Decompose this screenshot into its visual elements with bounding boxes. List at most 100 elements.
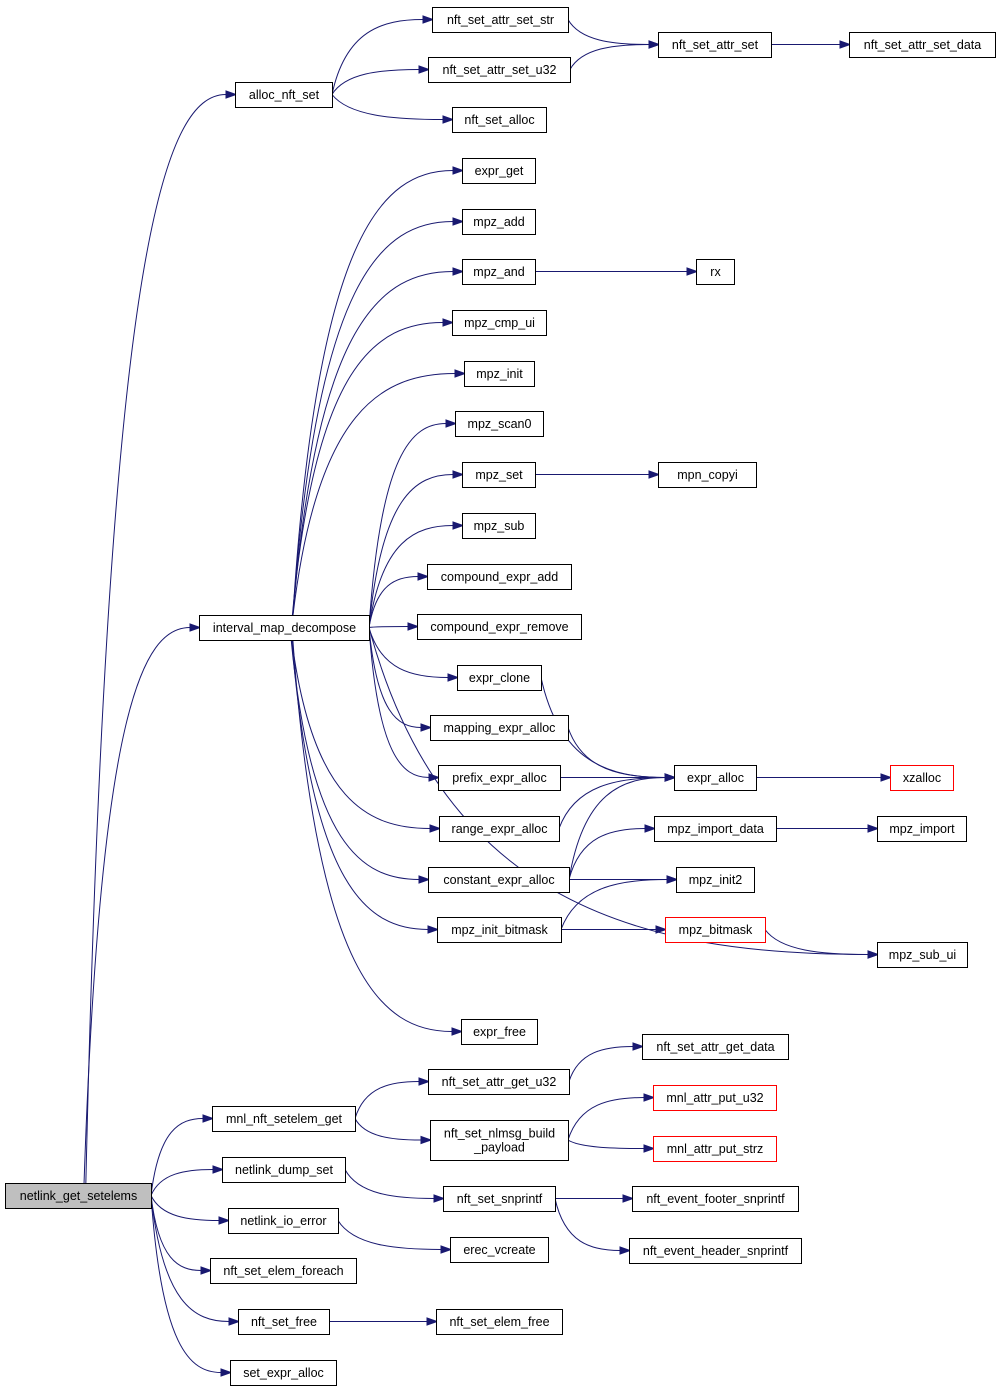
node-compound-expr-add[interactable]: compound_expr_add xyxy=(427,564,572,590)
node-nft-set-free[interactable]: nft_set_free xyxy=(238,1309,330,1335)
node-box xyxy=(228,1208,339,1234)
node-expr-free[interactable]: expr_free xyxy=(461,1019,538,1045)
arrowhead-icon xyxy=(452,470,465,479)
node-box xyxy=(199,615,370,641)
node-mpz-sub[interactable]: mpz_sub xyxy=(462,513,536,539)
node-box xyxy=(230,1360,337,1386)
edge-line xyxy=(567,1139,645,1149)
node-netlink-get-setelems[interactable]: netlink_get_setelems xyxy=(5,1183,152,1209)
node-box xyxy=(629,1238,802,1264)
arrowhead-icon xyxy=(418,875,431,884)
edge-alloc_nft_set-to-nft_set_alloc xyxy=(331,94,455,124)
arrowhead-icon xyxy=(426,1317,439,1326)
edge-interval_map_decompose-to-mpz_cmp_ui xyxy=(291,318,455,616)
arrowhead-icon xyxy=(452,217,465,226)
node-netlink-io-error[interactable]: netlink_io_error xyxy=(228,1208,339,1234)
node-mpn-copyi[interactable]: mpn_copyi xyxy=(658,462,757,488)
node-mpz-init2[interactable]: mpz_init2 xyxy=(676,867,755,893)
arrowhead-icon xyxy=(228,1317,241,1326)
edge-line xyxy=(368,576,419,628)
node-nft-event-header-snprintf[interactable]: nft_event_header_snprintf xyxy=(629,1238,802,1264)
arrowhead-icon xyxy=(200,1266,213,1275)
node-label: mpn_copyi xyxy=(677,468,737,482)
edge-line xyxy=(292,639,453,1032)
edge-interval_map_decompose-to-mpz_set xyxy=(368,470,465,628)
node-prefix-expr-alloc[interactable]: prefix_expr_alloc xyxy=(438,765,561,791)
node-netlink-dump-set[interactable]: netlink_dump_set xyxy=(222,1157,346,1183)
node-mpz-sub-ui[interactable]: mpz_sub_ui xyxy=(877,942,968,968)
node-nft-set-nlmsg-build-payload[interactable]: nft_set_nlmsg_build_payload xyxy=(430,1120,569,1161)
node-mpz-init-bitmask[interactable]: mpz_init_bitmask xyxy=(437,917,562,943)
node-expr-clone[interactable]: expr_clone xyxy=(457,665,542,691)
node-label: xzalloc xyxy=(903,771,941,785)
arrowhead-icon xyxy=(452,521,465,530)
node-rx[interactable]: rx xyxy=(696,259,735,285)
node-box xyxy=(654,816,777,842)
node-expr-alloc[interactable]: expr_alloc xyxy=(674,765,757,791)
arrowhead-icon xyxy=(648,470,661,479)
arrowhead-icon xyxy=(454,369,467,378)
node-mpz-scan0[interactable]: mpz_scan0 xyxy=(455,411,544,437)
node-nft-set-attr-set-data[interactable]: nft_set_attr_set_data xyxy=(849,32,996,58)
node-nft-set-alloc[interactable]: nft_set_alloc xyxy=(452,107,547,133)
arrowhead-icon xyxy=(666,875,679,884)
node-nft-set-attr-set-str[interactable]: nft_set_attr_set_str xyxy=(432,7,569,33)
node-nft-set-attr-set[interactable]: nft_set_attr_set xyxy=(658,32,772,58)
node-mpz-and[interactable]: mpz_and xyxy=(462,259,536,285)
edge-interval_map_decompose-to-mapping_expr_alloc xyxy=(368,627,433,732)
node-label: mpz_add xyxy=(473,215,524,229)
node-mnl-attr-put-u32[interactable]: mnl_attr_put_u32 xyxy=(653,1085,777,1111)
node-label: mpz_import_data xyxy=(667,822,764,836)
edge-interval_map_decompose-to-expr_clone xyxy=(368,627,460,682)
node-box xyxy=(432,7,569,33)
node-alloc-nft-set[interactable]: alloc_nft_set xyxy=(235,82,333,108)
edge-mapping_expr_alloc-to-expr_alloc xyxy=(567,727,677,782)
node-nft-event-footer-snprintf[interactable]: nft_event_footer_snprintf xyxy=(632,1186,799,1212)
node-mpz-bitmask[interactable]: mpz_bitmask xyxy=(665,917,766,943)
node-xzalloc[interactable]: xzalloc xyxy=(890,765,954,791)
edge-line xyxy=(331,69,420,95)
node-nft-set-attr-get-u32[interactable]: nft_set_attr_get_u32 xyxy=(428,1069,570,1095)
node-expr-get[interactable]: expr_get xyxy=(462,158,536,184)
node-mnl-nft-setelem-get[interactable]: mnl_nft_setelem_get xyxy=(212,1106,356,1132)
node-box xyxy=(632,1186,799,1212)
node-set-expr-alloc[interactable]: set_expr_alloc xyxy=(230,1360,337,1386)
node-mnl-attr-put-strz[interactable]: mnl_attr_put_strz xyxy=(653,1136,777,1162)
node-mpz-import-data[interactable]: mpz_import_data xyxy=(654,816,777,842)
node-mapping-expr-alloc[interactable]: mapping_expr_alloc xyxy=(430,715,569,741)
node-nft-set-elem-foreach[interactable]: nft_set_elem_foreach xyxy=(210,1258,357,1284)
node-label: erec_vcreate xyxy=(463,1243,535,1257)
node-nft-set-elem-free[interactable]: nft_set_elem_free xyxy=(436,1309,563,1335)
edge-line xyxy=(764,929,869,955)
node-nft-set-attr-get-data[interactable]: nft_set_attr_get_data xyxy=(642,1034,789,1060)
node-erec-vcreate[interactable]: erec_vcreate xyxy=(450,1237,549,1263)
node-range-expr-alloc[interactable]: range_expr_alloc xyxy=(439,816,560,842)
edge-alloc_nft_set-to-nft_set_attr_set_u32 xyxy=(331,65,431,95)
edge-line xyxy=(569,44,650,70)
arrowhead-icon xyxy=(418,65,431,74)
node-mpz-add[interactable]: mpz_add xyxy=(462,209,536,235)
node-box xyxy=(439,816,560,842)
node-mpz-set[interactable]: mpz_set xyxy=(462,462,536,488)
edge-interval_map_decompose-to-constant_expr_alloc xyxy=(290,639,431,884)
node-label: expr_get xyxy=(475,164,524,178)
node-nft-set-snprintf[interactable]: nft_set_snprintf xyxy=(443,1186,556,1212)
node-mpz-cmp-ui[interactable]: mpz_cmp_ui xyxy=(452,310,547,336)
node-compound-expr-remove[interactable]: compound_expr_remove xyxy=(417,614,582,640)
node-label: mpz_bitmask xyxy=(679,923,753,937)
node-label: nft_set_attr_set xyxy=(672,38,759,52)
edge-nft_set_attr_set-to-nft_set_attr_set_data xyxy=(771,40,852,49)
arrowhead-icon xyxy=(202,1114,215,1123)
node-interval-map-decompose[interactable]: interval_map_decompose xyxy=(199,615,370,641)
node-mpz-init[interactable]: mpz_init xyxy=(464,361,535,387)
node-nft-set-attr-set-u32[interactable]: nft_set_attr_set_u32 xyxy=(428,57,571,83)
arrowhead-icon xyxy=(867,824,880,833)
nodes-layer: netlink_get_setelems alloc_nft_set nft_set… xyxy=(5,7,996,1386)
arrowhead-icon xyxy=(442,318,455,327)
node-box xyxy=(642,1034,789,1060)
node-box xyxy=(464,361,535,387)
node-constant-expr-alloc[interactable]: constant_expr_alloc xyxy=(428,867,570,893)
node-mpz-import[interactable]: mpz_import xyxy=(877,816,967,842)
edge-mpz_set-to-mpn_copyi xyxy=(535,470,661,479)
